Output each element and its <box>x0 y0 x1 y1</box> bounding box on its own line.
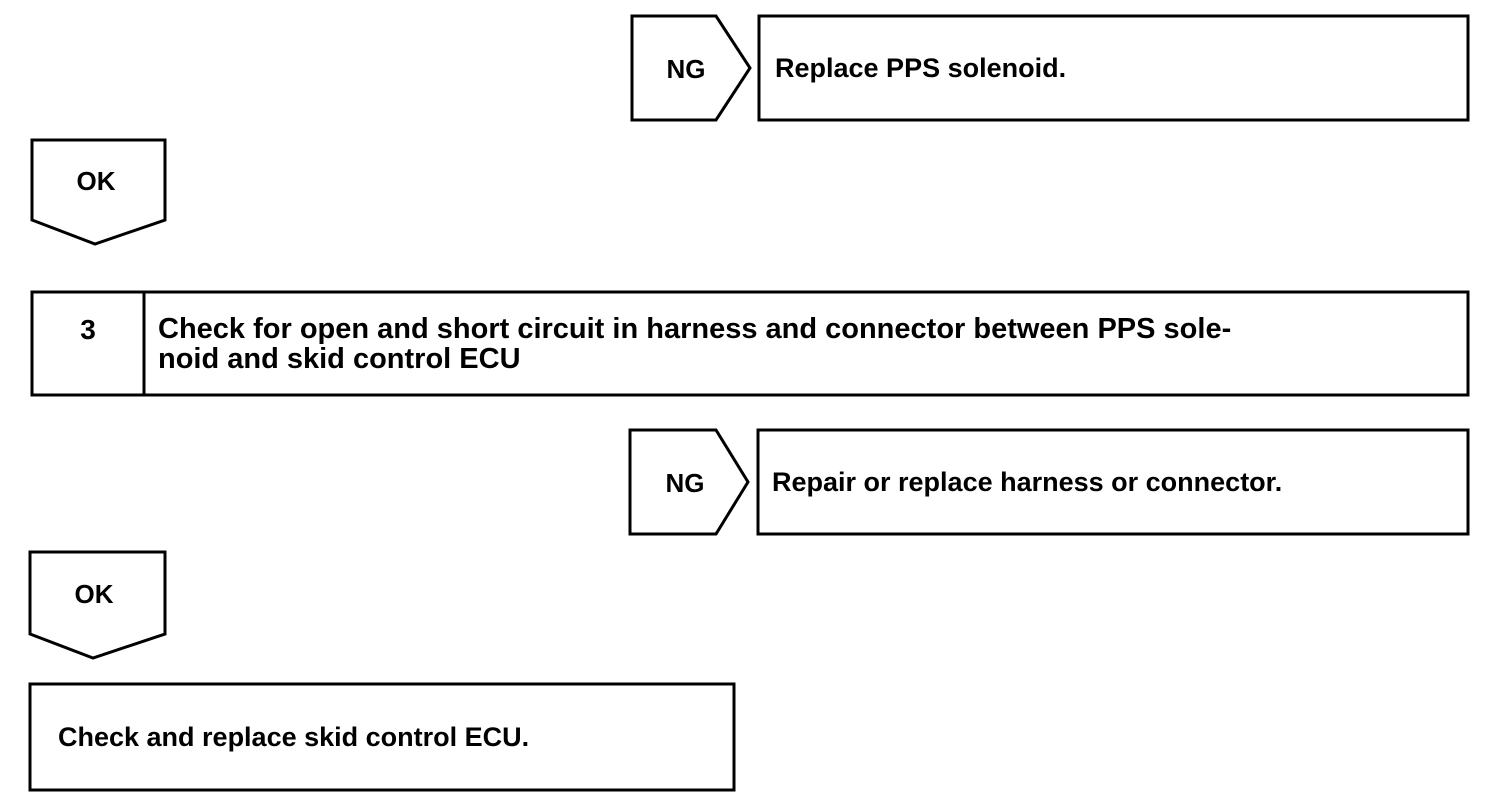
ng-action-text-2: Repair or replace harness or connector. <box>772 467 1283 497</box>
ng-action-text-1: Replace PPS solenoid. <box>775 53 1067 83</box>
final-action-box <box>28 682 736 792</box>
ok-arrow-2 <box>28 550 167 660</box>
step-3-number: 3 <box>80 314 96 345</box>
ok-arrow-1 <box>30 138 167 246</box>
final-action-text: Check and replace skid control ECU. <box>58 722 530 752</box>
step-3-title-line-2: noid and skid control ECU <box>158 343 521 375</box>
ng-action-box-1 <box>757 14 1470 122</box>
ng-action-box-2 <box>756 428 1470 536</box>
step-3-title: Check for open and short circuit in harn… <box>158 314 1458 374</box>
ng-label-2: NG <box>665 468 705 498</box>
ok-label-1: OK <box>76 166 116 196</box>
ng-arrow-1 <box>630 14 752 122</box>
ok-label-2: OK <box>74 579 114 609</box>
step-3-box <box>30 290 1470 397</box>
ng-arrow-2 <box>628 428 750 536</box>
ng-label-1: NG <box>666 54 706 84</box>
step-3-title-line-1: Check for open and short circuit in harn… <box>158 313 1232 345</box>
